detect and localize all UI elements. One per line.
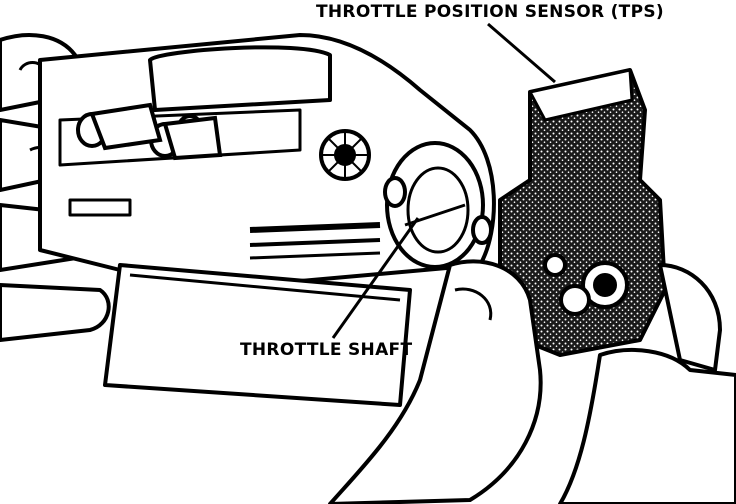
- throttle-position-sensor: [498, 68, 667, 357]
- gear-wheel: [319, 129, 371, 181]
- throttle-body: [38, 33, 496, 292]
- leader-lines: [331, 22, 556, 339]
- throttle-bore: [383, 141, 493, 269]
- housing-block: [103, 263, 412, 407]
- bolt-stubs: [76, 102, 223, 161]
- shaft-leader: [331, 217, 420, 339]
- sensor-leader: [487, 22, 556, 84]
- shaft-label: THROTTLE SHAFT: [240, 340, 413, 360]
- right-hand: [328, 259, 736, 504]
- sensor-label: THROTTLE POSITION SENSOR (TPS): [316, 2, 664, 22]
